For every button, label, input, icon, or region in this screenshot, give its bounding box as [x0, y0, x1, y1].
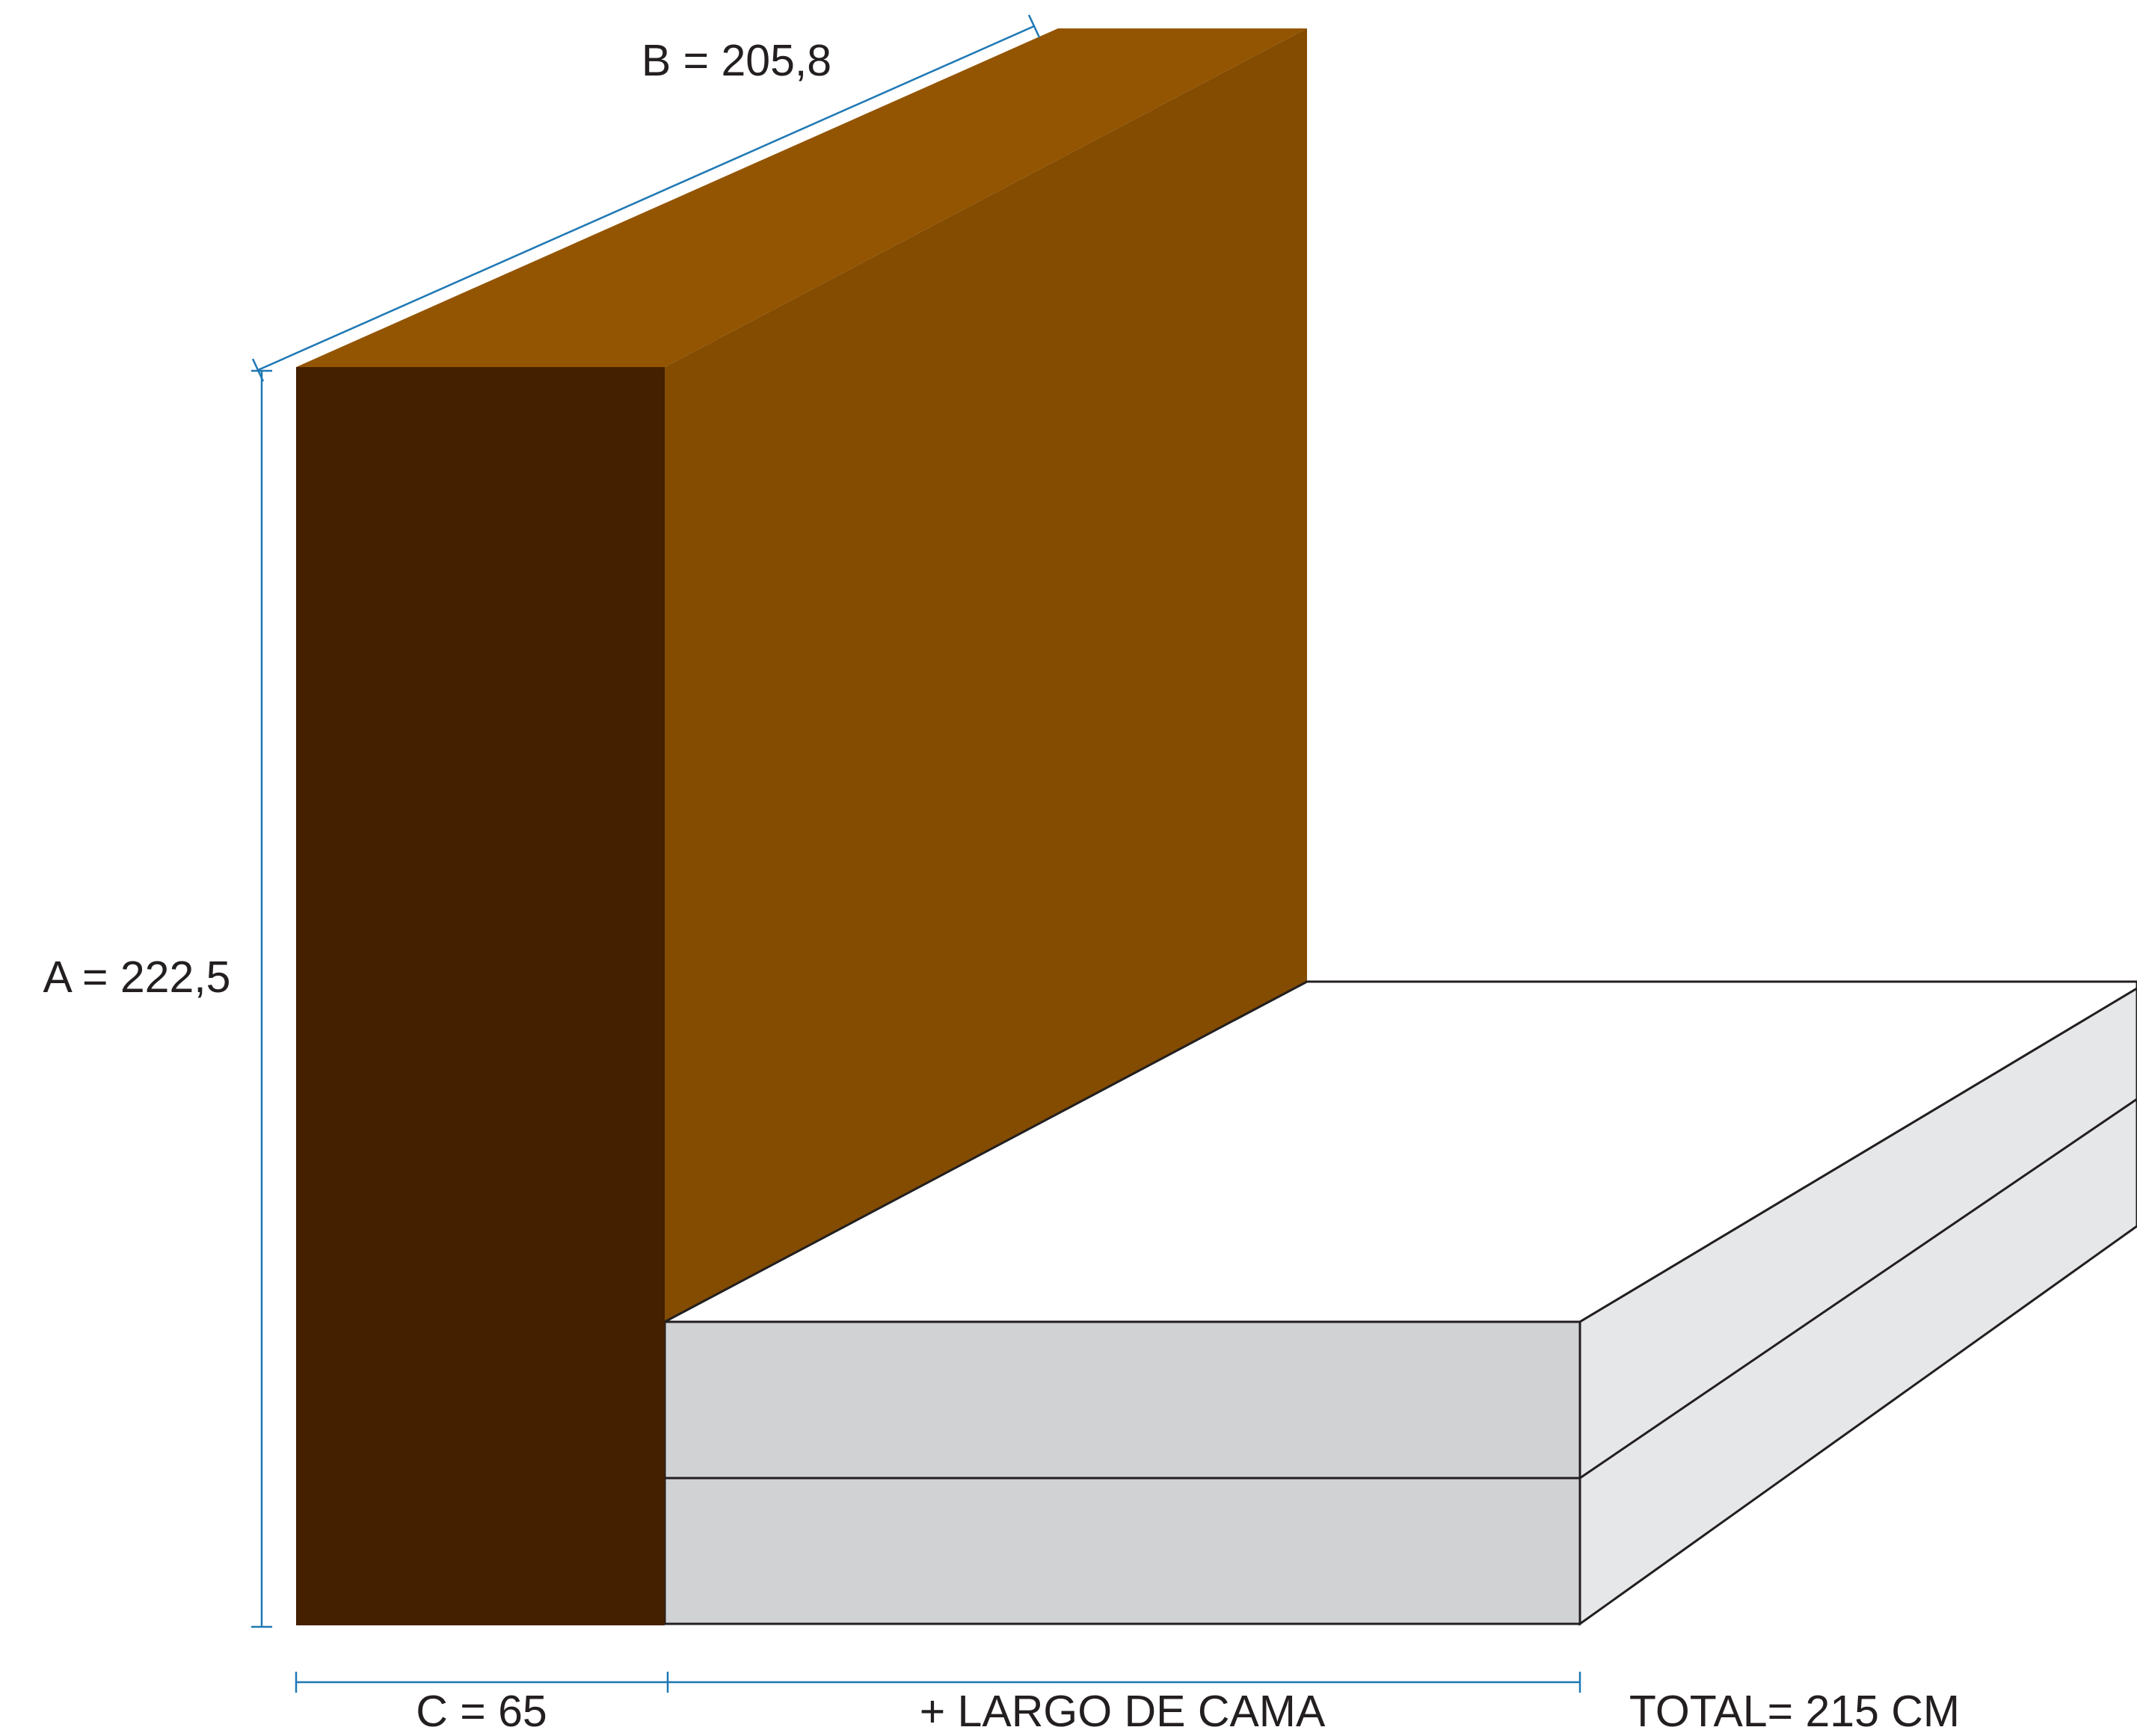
dimension-a-label: A = 222,5: [43, 952, 231, 1002]
dimension-c-label: C = 65: [416, 1687, 547, 1736]
headboard-top-face: [296, 28, 1307, 367]
dimension-b-label: B = 205,8: [642, 36, 831, 85]
total-label: TOTAL= 215 CM: [1629, 1687, 1960, 1736]
mattress-side-seam: [1579, 1098, 2137, 1480]
dimension-b-line: [257, 25, 1035, 372]
headboard-front-face: [296, 367, 665, 1625]
headboard-side-face: [665, 28, 1307, 1322]
mattress-front-upper: [663, 1320, 1581, 1480]
dimension-b-tick-end: [1027, 14, 1041, 38]
mattress-front-lower: [663, 1477, 1581, 1625]
bed-length-label: + LARGO DE CAMA: [920, 1687, 1326, 1736]
dimension-bottom: [295, 1672, 1581, 1693]
dimension-a: [251, 369, 272, 1628]
